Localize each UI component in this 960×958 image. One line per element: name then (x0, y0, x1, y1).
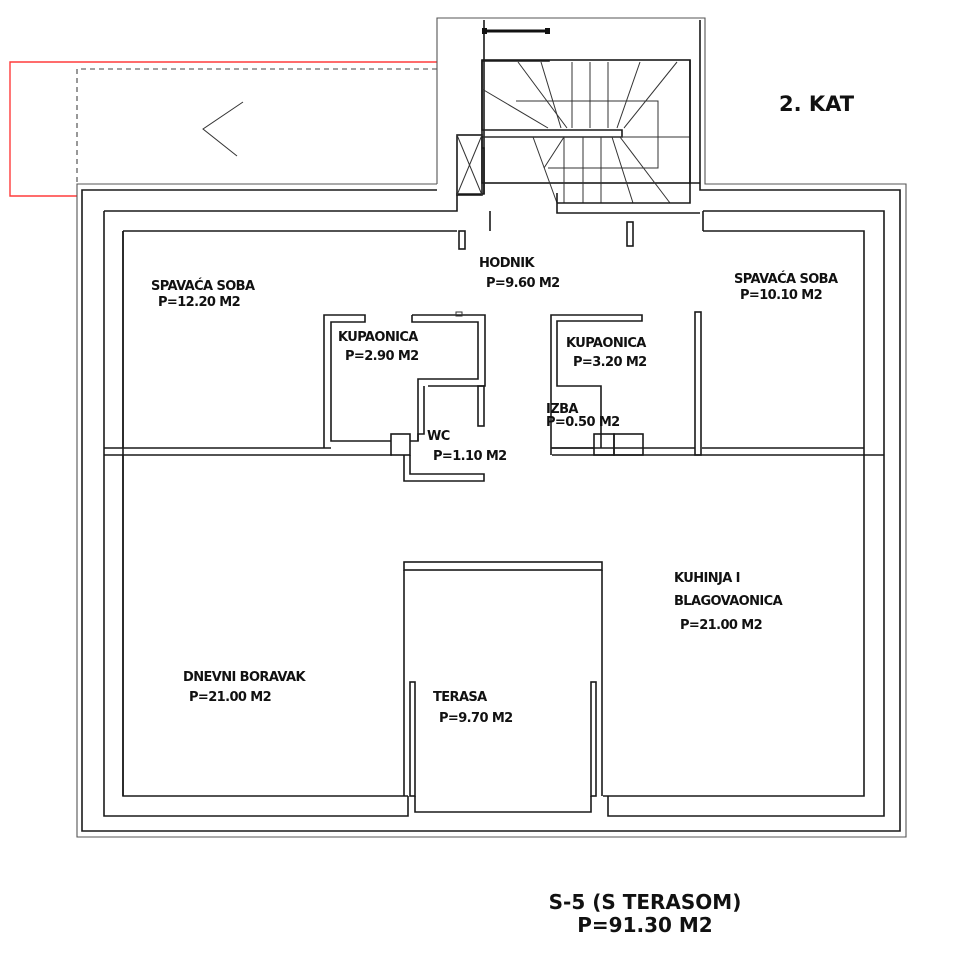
chevron-left-icon (202, 101, 244, 157)
room-area: P=21.00 M2 (680, 618, 763, 633)
unit-total-area: P=91.30 M2 (577, 913, 713, 937)
right-bathroom-walls (550, 311, 702, 456)
room-area: P=21.00 M2 (189, 690, 272, 705)
terrace-walls (403, 561, 603, 813)
room-area: P=3.20 M2 (573, 355, 647, 370)
window-icon (474, 17, 557, 34)
room-name: IZBA (546, 402, 578, 417)
unit-name: S-5 (S TERASOM) (548, 890, 742, 914)
room-name: WC (427, 429, 450, 444)
room-name: DNEVNI BORAVAK (183, 670, 306, 685)
dashed-overhang (76, 68, 437, 184)
red-boundary-outline (9, 61, 437, 197)
room-name: SPAVAĆA SOBA (734, 272, 838, 287)
room-area: P=0.50 M2 (546, 415, 620, 430)
room-name: KUHINJA I (674, 571, 740, 586)
room-name-line2: BLAGOVAONICA (674, 594, 783, 609)
room-area: P=10.10 M2 (740, 288, 823, 303)
unit-summary: S-5 (S TERASOM) P=91.30 M2 (520, 892, 820, 935)
left-bathroom-walls (323, 311, 486, 482)
room-name: TERASA (433, 690, 487, 705)
floor-title: 2. KAT (779, 92, 855, 116)
room-area: P=2.90 M2 (345, 349, 419, 364)
room-area: P=9.60 M2 (486, 276, 560, 291)
room-area: P=9.70 M2 (439, 711, 513, 726)
room-name: HODNIK (479, 256, 535, 271)
hallway-wall-stubs (458, 221, 634, 250)
room-area: P=12.20 M2 (158, 295, 241, 310)
room-name: KUPAONICA (566, 336, 646, 351)
shaft-cross-icon (456, 134, 483, 196)
room-area: P=1.10 M2 (433, 449, 507, 464)
staircase-icon (481, 59, 700, 214)
room-name: SPAVAĆA SOBA (151, 279, 255, 294)
room-name: KUPAONICA (338, 330, 418, 345)
